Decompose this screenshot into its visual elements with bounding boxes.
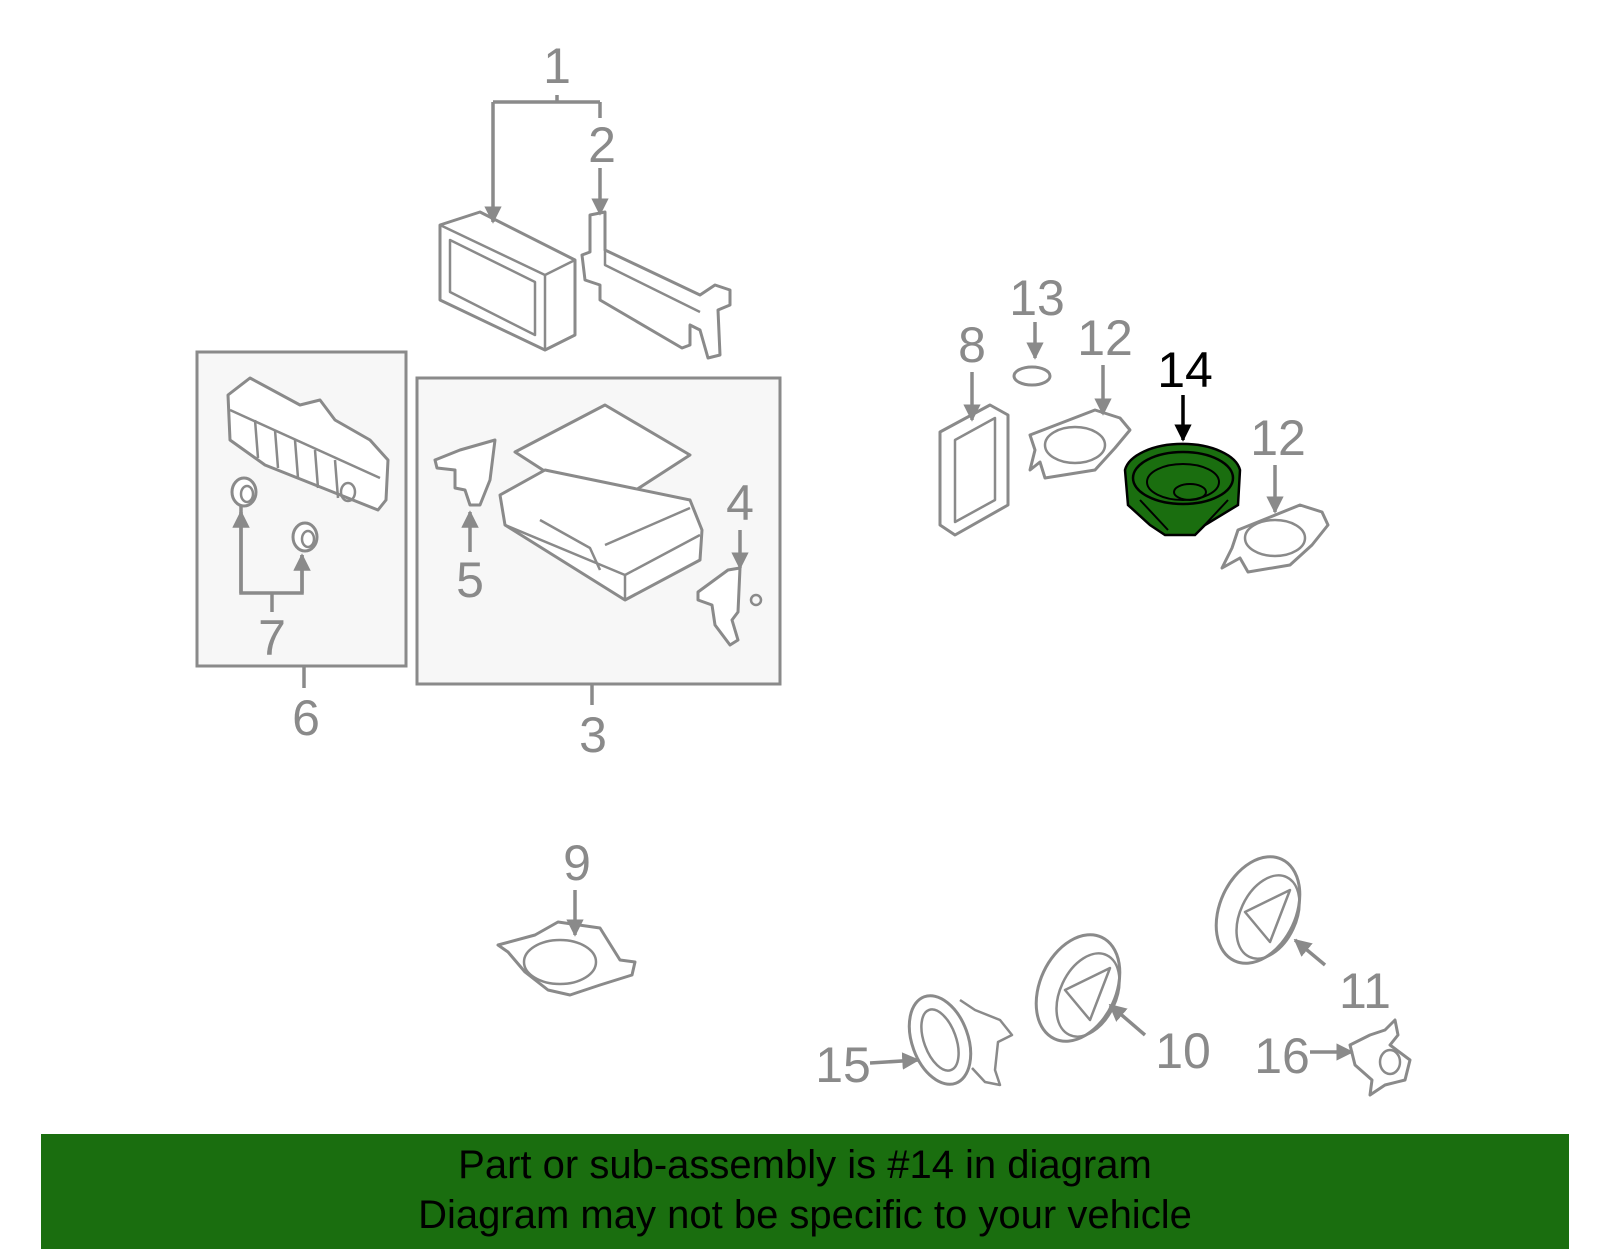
callout-13: 13: [1009, 270, 1065, 326]
callout-8: 8: [958, 317, 986, 373]
leader-lines: [232, 95, 1354, 1070]
part-3-radio-unit: [498, 403, 704, 602]
part-1-display: [438, 210, 577, 352]
part-2-bracket: [580, 210, 732, 360]
callout-11: 11: [1339, 963, 1391, 1019]
part-13-ring: [1012, 365, 1052, 387]
callout-2: 2: [588, 117, 616, 173]
callout-5: 5: [456, 552, 484, 608]
part-12-bezel-left: [1028, 408, 1132, 480]
callout-6: 6: [292, 690, 320, 746]
callout-12-right: 12: [1250, 410, 1306, 466]
part-5-clip: [433, 438, 497, 507]
callout-labels: 1 2 4 5 7 6 3 8 13 12 14 12 9 11 10 15 1…: [258, 38, 1391, 1093]
info-banner: Part or sub-assembly is #14 in diagram D…: [41, 1134, 1569, 1249]
part-10-speaker: [1034, 933, 1122, 1043]
part-16-clip: [1348, 1018, 1412, 1097]
callout-15: 15: [815, 1037, 871, 1093]
callout-16: 16: [1254, 1028, 1310, 1084]
part-6-control-panel: [226, 376, 390, 512]
part-8-panel: [938, 403, 1010, 537]
banner-line-2: Diagram may not be specific to your vehi…: [418, 1193, 1192, 1237]
callout-14: 14: [1157, 342, 1213, 398]
callout-9: 9: [563, 835, 591, 891]
banner-line-1: Part or sub-assembly is #14 in diagram: [458, 1143, 1152, 1187]
part-14-speaker: [1123, 442, 1242, 537]
callout-4: 4: [726, 475, 754, 531]
part-7-knobs: [230, 476, 319, 553]
callout-7: 7: [258, 610, 286, 666]
part-9-bezel: [496, 920, 637, 997]
callout-1: 1: [543, 38, 571, 94]
part-12-bezel-right: [1220, 503, 1330, 574]
callout-10: 10: [1155, 1023, 1211, 1079]
part-11-speaker: [1214, 855, 1302, 965]
part-4-screw: [749, 593, 763, 607]
part-15-tweeter: [907, 994, 1014, 1087]
callout-3: 3: [579, 707, 607, 763]
callout-12-left: 12: [1077, 310, 1133, 366]
